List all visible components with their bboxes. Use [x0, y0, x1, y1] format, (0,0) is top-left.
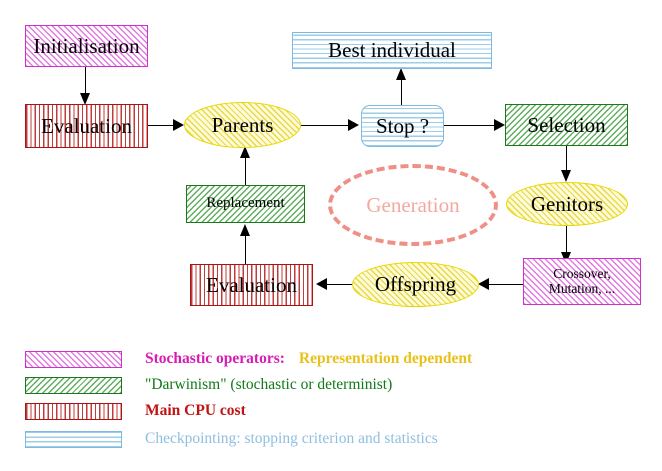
node-initialisation[interactable]: Initialisation — [25, 25, 148, 67]
edge-eval-to-replacement — [245, 228, 247, 266]
node-best-individual[interactable]: Best individual — [292, 32, 492, 69]
legend-label-representation: Representation dependent — [298, 350, 473, 367]
arrowhead-selection-to-genitors — [561, 170, 571, 182]
node-best-individual-label: Best individual — [328, 38, 456, 63]
node-generation-label: Generation — [366, 192, 460, 217]
node-crossover-line1: Crossover, — [553, 266, 611, 282]
legend-label-cpu: Main CPU cost — [145, 402, 246, 419]
node-selection[interactable]: Selection — [505, 104, 628, 146]
node-evaluation-top-label: Evaluation — [41, 113, 132, 138]
node-initialisation-label: Initialisation — [33, 33, 140, 58]
legend-row-cpu: Main CPU cost — [0, 398, 662, 424]
legend-swatch-magenta-diagonal-hatch — [25, 350, 122, 368]
legend-label-checkpointing: Checkpointing: stopping criterion and st… — [145, 430, 438, 447]
legend-label-darwinism: "Darwinism" (stochastic or determinist) — [145, 376, 393, 393]
node-offspring-label: Offspring — [374, 272, 457, 297]
node-replacement[interactable]: Replacement — [186, 185, 305, 223]
node-replacement-label: Replacement — [206, 195, 285, 212]
node-parents[interactable]: Parents — [184, 102, 301, 148]
node-genitors-label: Genitors — [530, 191, 604, 216]
arrowhead-parents-to-stop — [348, 119, 359, 131]
node-evaluation-bottom-label: Evaluation — [206, 272, 297, 297]
arrowhead-offspring-to-eval — [316, 278, 327, 290]
legend-row-checkpointing: Checkpointing: stopping criterion and st… — [0, 426, 662, 452]
edge-eval-to-parents — [148, 125, 181, 127]
edge-parents-to-stop — [300, 125, 352, 127]
arrowhead-crossover-to-offspring — [478, 278, 489, 290]
arrowhead-eval-to-replacement — [240, 224, 250, 236]
legend-label-stochastic: Stochastic operators: — [145, 350, 285, 367]
edge-stop-to-best — [401, 70, 403, 108]
node-evaluation-bottom[interactable]: Evaluation — [190, 264, 313, 306]
arrowhead-stop-to-selection — [494, 119, 505, 131]
legend-swatch-green-diagonal-hatch — [25, 376, 122, 394]
node-offspring[interactable]: Offspring — [352, 262, 479, 307]
edge-offspring-to-eval — [322, 284, 356, 286]
arrowhead-replacement-to-parents — [240, 146, 250, 158]
edge-init-to-eval — [85, 66, 87, 96]
legend-swatch-blue-horizontal-hatch — [25, 430, 122, 448]
node-selection-label: Selection — [527, 112, 606, 137]
legend-row-stochastic: Stochastic operators: Representation dep… — [0, 346, 662, 372]
arrowhead-stop-to-best — [396, 68, 406, 80]
node-stop[interactable]: Stop ? — [361, 105, 444, 147]
edge-replacement-to-parents — [245, 150, 247, 186]
arrowhead-eval-to-parents — [173, 119, 184, 131]
node-stop-label: Stop ? — [375, 113, 430, 138]
arrowhead-init-to-eval — [80, 93, 90, 105]
node-crossover-mutation[interactable]: Crossover, Mutation, ... — [523, 258, 641, 305]
edge-selection-to-genitors — [566, 146, 568, 175]
node-genitors[interactable]: Genitors — [506, 182, 628, 226]
edge-crossover-to-offspring — [484, 284, 524, 286]
node-generation: Generation — [328, 164, 498, 246]
legend-swatch-red-vertical-hatch — [25, 402, 122, 420]
legend: Stochastic operators: Representation dep… — [0, 340, 662, 471]
legend-row-darwinism: "Darwinism" (stochastic or determinist) — [0, 372, 662, 398]
node-parents-label: Parents — [211, 112, 274, 137]
edge-stop-to-selection — [443, 125, 498, 127]
node-evaluation-top[interactable]: Evaluation — [25, 104, 148, 148]
node-crossover-line2: Mutation, ... — [548, 280, 616, 296]
edge-genitors-to-crossover — [566, 225, 568, 257]
